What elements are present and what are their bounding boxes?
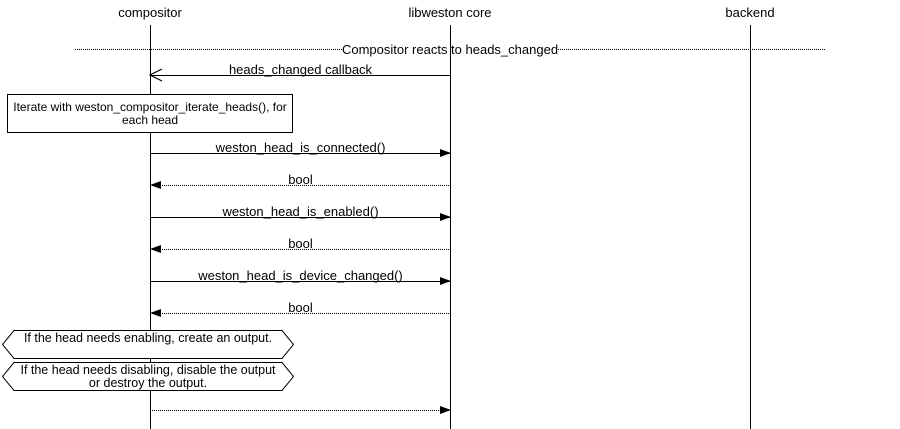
condition-hexagon-enabling: [2, 330, 294, 359]
message-line: [150, 75, 451, 76]
filled-arrowhead-right-icon: [440, 277, 451, 285]
participant-libweston-core: libweston core: [408, 5, 492, 20]
filled-arrowhead-left-icon: [150, 181, 161, 189]
message-line: [150, 249, 451, 250]
filled-arrowhead-left-icon: [150, 309, 161, 317]
participant-backend: backend: [725, 5, 775, 20]
lifeline-libweston-core: [450, 25, 451, 429]
note-text: Iterate with weston_compositor_iterate_h…: [13, 100, 287, 127]
filled-arrowhead-right-icon: [440, 149, 451, 157]
lifeline-backend: [750, 25, 751, 429]
message-line: [150, 281, 451, 282]
divider-dotted-line-right: [558, 49, 826, 50]
message-line: [150, 313, 451, 314]
filled-arrowhead-right-icon: [440, 406, 451, 414]
note-box: Iterate with weston_compositor_iterate_h…: [7, 94, 293, 133]
condition-text-disabling: If the head needs disabling, disable the…: [20, 363, 276, 390]
message-line: [150, 185, 451, 186]
divider-dotted-line-left: [75, 49, 342, 50]
message-line: [150, 410, 451, 411]
open-arrowhead-left-icon: [149, 68, 163, 82]
filled-arrowhead-left-icon: [150, 245, 161, 253]
message-line: [150, 153, 451, 154]
divider-label: Compositor reacts to heads_changed: [341, 42, 559, 57]
lifeline-compositor: [150, 25, 151, 429]
filled-arrowhead-right-icon: [440, 213, 451, 221]
condition-hexagon-disabling: [2, 362, 294, 391]
message-line: [150, 217, 451, 218]
condition-text-enabling: If the head needs enabling, create an ou…: [23, 331, 273, 345]
divider: Compositor reacts to heads_changed: [75, 42, 826, 57]
participant-compositor: compositor: [118, 5, 182, 20]
